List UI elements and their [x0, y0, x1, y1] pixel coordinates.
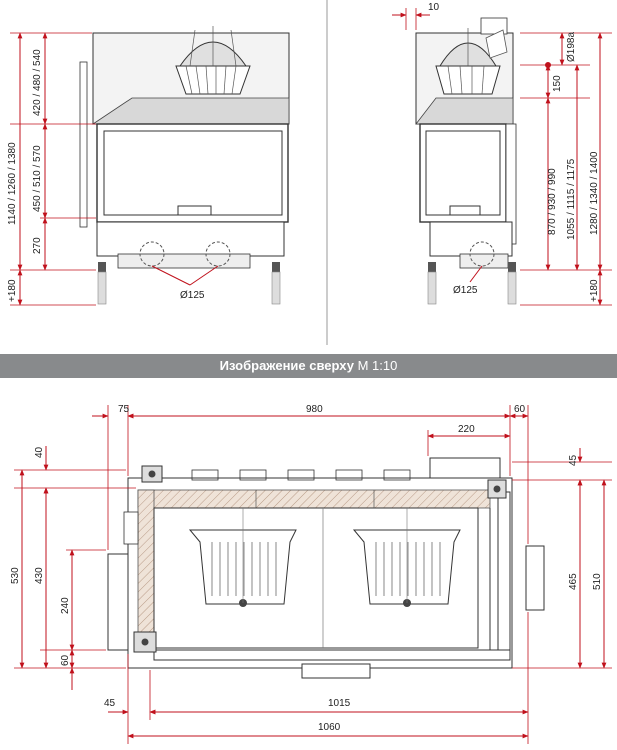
- front-dim-leg-extension: +180: [7, 279, 18, 302]
- top-view: [107, 457, 545, 679]
- top-dim-bottom-offset: 45: [104, 698, 116, 709]
- section-title-text: Изображение сверху: [219, 358, 354, 373]
- top-dim-inner-width: 1015: [328, 698, 351, 709]
- top-dim-inner-depth: 430: [34, 567, 45, 584]
- section-scale: М 1:10: [357, 358, 398, 373]
- top-dim-right-offset: 60: [514, 404, 526, 415]
- side-dim-flue-diameter: Ø198a: [566, 32, 577, 62]
- front-dim-upper-height: 420 / 480 / 540: [32, 49, 43, 116]
- top-dim-width: 980: [306, 404, 323, 415]
- side-dimension-lines: [392, 8, 612, 306]
- side-view: [415, 17, 517, 305]
- front-dim-base-height: 270: [32, 237, 43, 254]
- top-dim-total-width: 1060: [318, 722, 341, 733]
- top-dim-front-offset: 60: [60, 654, 71, 666]
- top-dim-left-offset: 75: [118, 404, 130, 415]
- side-dim-flue-offset: 150: [552, 75, 563, 92]
- grate-basket-icon: [175, 26, 251, 95]
- top-dim-back-offset: 40: [34, 446, 45, 458]
- front-dimension-lines: [10, 32, 219, 306]
- top-dim-right-inner-depth: 465: [568, 573, 579, 590]
- section-title: Изображение сверху М 1:10: [0, 358, 617, 373]
- top-dim-right-back-offset: 45: [568, 454, 579, 466]
- top-dim-flue-offset: 220: [458, 424, 475, 435]
- side-dim-flue-height: 1055 / 1115 / 1175: [566, 158, 577, 240]
- hinge-icon: [141, 465, 163, 483]
- side-dim-door-height: 870 / 930 / 990: [547, 168, 558, 235]
- top-dimension-lines: [14, 405, 612, 744]
- grate-basket-icon: [352, 508, 461, 607]
- side-dim-leg-extension: +180: [589, 279, 600, 302]
- front-dim-total-height: 1140 / 1260 / 1380: [7, 142, 18, 225]
- top-dim-total-depth: 530: [10, 567, 21, 584]
- section-band: [0, 354, 617, 378]
- top-dim-right-depth: 510: [592, 573, 603, 590]
- hinge-icon: [487, 479, 507, 499]
- grate-basket-icon: [188, 508, 297, 607]
- side-dim-total-height: 1280 / 1340 / 1400: [589, 151, 600, 235]
- front-view: [79, 26, 290, 305]
- side-flue-diameter-label: Ø125: [453, 285, 478, 296]
- front-dim-door-height: 450 / 510 / 570: [32, 145, 43, 212]
- side-dim-offset: 10: [428, 2, 440, 13]
- hinge-icon: [133, 631, 157, 653]
- front-flue-diameter-label: Ø125: [180, 290, 205, 301]
- grate-basket-icon: [435, 28, 501, 95]
- top-dim-side-profile: 240: [60, 597, 71, 614]
